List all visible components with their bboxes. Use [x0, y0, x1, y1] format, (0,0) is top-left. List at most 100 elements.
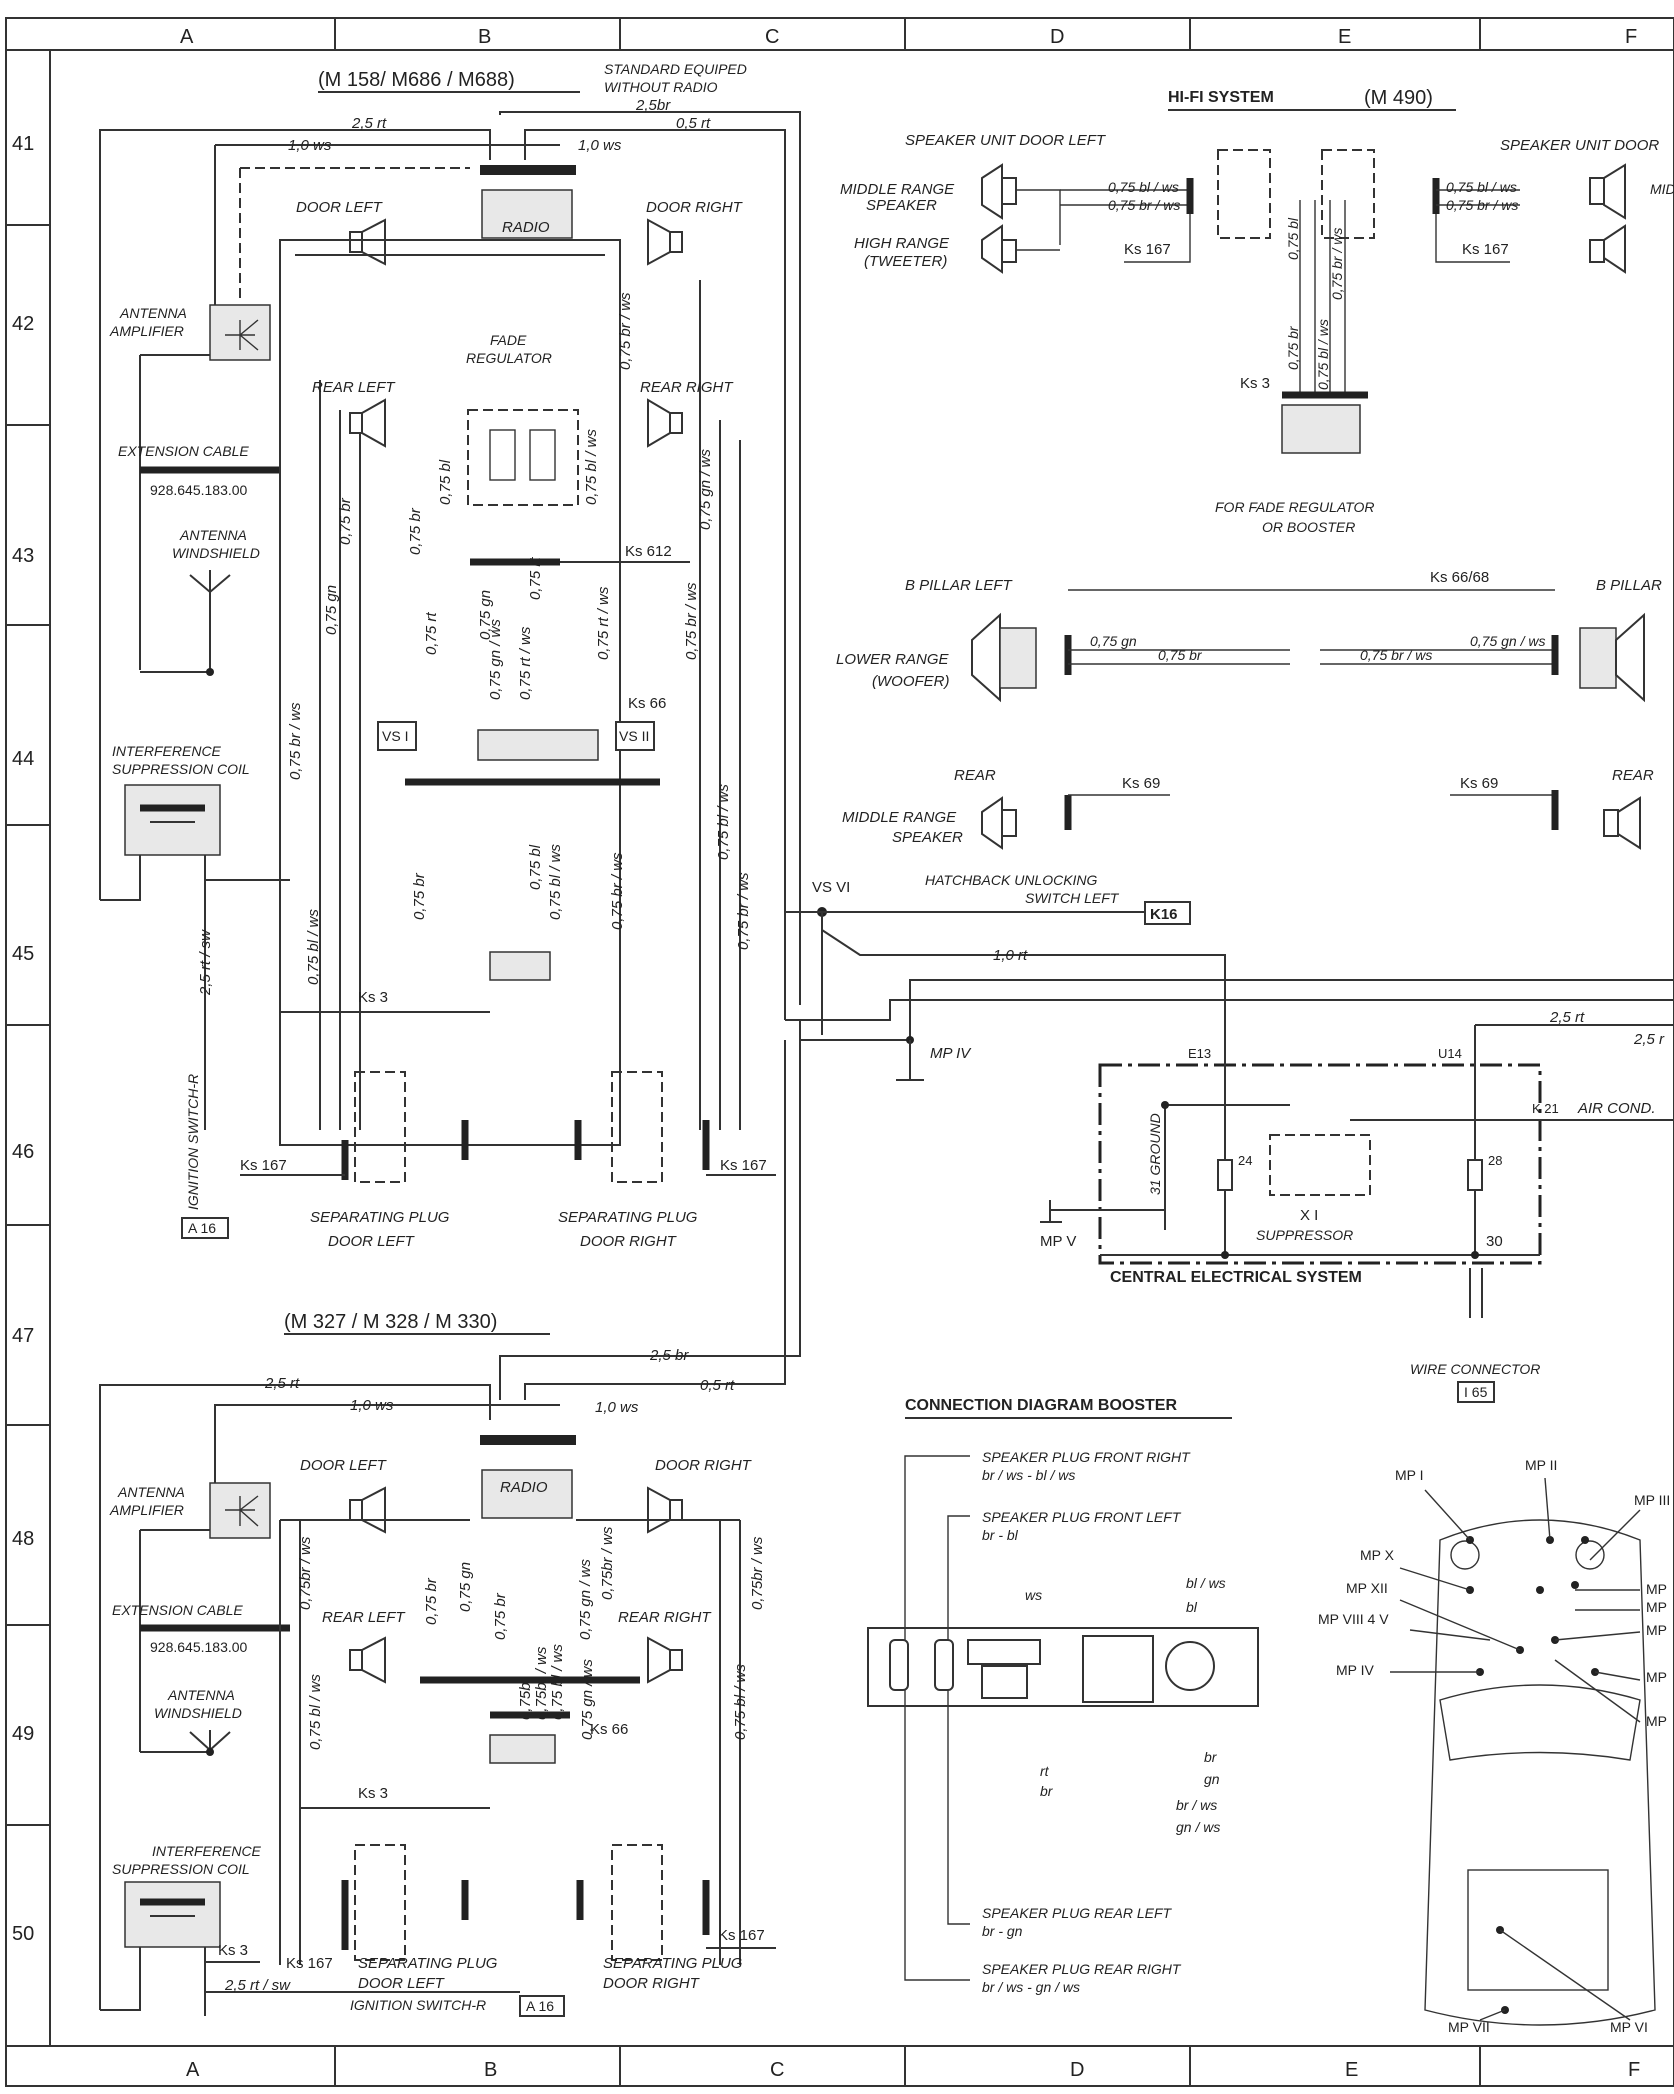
middle-range-right-fragment: MID: [1650, 181, 1674, 197]
wire-label-rtws-2: 0,75 rt / ws: [517, 626, 534, 700]
speaker-icon: [647, 1486, 683, 1534]
i65-label: I 65: [1464, 1384, 1488, 1400]
booster-rt: rt: [1040, 1763, 1050, 1779]
column-label-a-bottom: A: [186, 2059, 200, 2081]
wire-label-10rt: 1,0 rt: [993, 947, 1028, 964]
wire-label-25rt-b: 2,5 r: [1633, 1031, 1665, 1048]
antenna-amplifier-label-1: ANTENNA: [119, 305, 187, 321]
speaker-icon: [647, 1636, 683, 1684]
bottom-wire-25rt: 2,5 rt: [264, 1375, 300, 1392]
ks3-hifi-label: Ks 3: [1240, 375, 1270, 392]
middle-range-label-2: SPEAKER: [866, 197, 937, 214]
wire-label-gnws-2: 0,75 gn / ws: [487, 619, 504, 700]
bottom-vlabel-bl-a: 0,75bl: [517, 1678, 534, 1720]
top-section-note-2: WITHOUT RADIO: [604, 79, 718, 95]
ks167-right-label: Ks 167: [720, 1157, 767, 1174]
top-section-note-1: STANDARD EQUIPED: [604, 61, 747, 77]
ks66-label: Ks 66: [628, 695, 666, 712]
mp3-label: MP III: [1634, 1492, 1670, 1508]
front-right-label: SPEAKER PLUG FRONT RIGHT: [982, 1449, 1191, 1465]
fade-regulator-label-1: FADE: [490, 332, 527, 348]
fade-booster-label-1: FOR FADE REGULATOR: [1215, 499, 1374, 515]
wire-label-brws-3: 0,75 br / ws: [683, 582, 700, 660]
vs6-label: VS VI: [812, 879, 850, 896]
wire-label-gn-2: 0,75 gn: [477, 590, 494, 640]
extension-cable-number: 928.645.183.00: [150, 482, 248, 498]
ks69-b-label: Ks 69: [1460, 775, 1498, 792]
column-label-c-bottom: C: [770, 2059, 784, 2081]
speaker-icon: [981, 163, 1017, 220]
antenna-amplifier-label-2: AMPLIFIER: [109, 323, 184, 339]
mp12-label: MP XII: [1346, 1580, 1388, 1596]
a16-label: A 16: [188, 1220, 216, 1236]
lower-range-label-2: (WOOFER): [872, 673, 949, 690]
booster-br: br: [1204, 1749, 1218, 1765]
mp5-label: MP V: [1040, 1233, 1076, 1250]
r24-label: 24: [1238, 1153, 1252, 1168]
vs2-box: [615, 721, 655, 751]
vs1-label: VS I: [382, 728, 408, 744]
booster-unit: [867, 1627, 1259, 1707]
wire-label-hifi-r-blws: 0,75 bl / ws: [1446, 179, 1517, 195]
column-label-b: B: [478, 26, 491, 48]
wire-label-hifi-r-brws: 0,75 br / ws: [1446, 197, 1518, 213]
radio-connector-bar: [480, 1435, 576, 1445]
booster-gn: gn: [1204, 1771, 1220, 1787]
woofer-icon: [971, 612, 1037, 703]
rear-right-plug-label: SPEAKER PLUG REAR RIGHT: [982, 1961, 1182, 1977]
k16-label: K16: [1150, 906, 1178, 923]
xi-label: X I: [1300, 1207, 1318, 1224]
t30-label: 30: [1486, 1233, 1503, 1250]
booster-plug-ws: [967, 1639, 1041, 1665]
interference-coil-box: [124, 784, 221, 856]
central-title: CENTRAL ELECTRICAL SYSTEM: [1110, 1269, 1362, 1286]
column-label-e-bottom: E: [1345, 2059, 1358, 2081]
bottom-ks3-b: Ks 3: [358, 1785, 388, 1802]
wire-label-rtsw: 2,5 rt / sw: [197, 929, 214, 996]
radio-unit: [481, 189, 573, 239]
wire-label-gn-a: 0,75 gn: [1090, 633, 1137, 649]
radio-connector-bar: [480, 165, 576, 175]
middle-range-b-label-1: MIDDLE RANGE: [842, 809, 957, 826]
row-label-41: 41: [12, 133, 34, 155]
wire-label-brws-5: 0,75 br / ws: [609, 852, 626, 930]
wire-label-brws-a: 0,75 br / ws: [1360, 647, 1432, 663]
fade-regulator-label-2: REGULATOR: [466, 350, 552, 366]
front-left-label: SPEAKER PLUG FRONT LEFT: [982, 1509, 1182, 1525]
bottom-vlabel-blws-c: 0,75 bl / ws: [732, 1664, 749, 1740]
central-box: [1098, 1063, 1542, 1265]
ground-label: 31 GROUND: [1147, 1113, 1163, 1195]
separating-plug-right: [611, 1071, 663, 1183]
bottom-antenna-windshield-label-1: ANTENNA: [167, 1687, 235, 1703]
bottom-antenna-amp-label-1: ANTENNA: [117, 1484, 185, 1500]
wire-label-gn-1: 0,75 gn: [323, 585, 340, 635]
bottom-door-right-label: DOOR RIGHT: [655, 1457, 753, 1474]
row-label-49: 49: [12, 1723, 34, 1745]
suppressor-label: SUPPRESSOR: [1256, 1227, 1353, 1243]
bottom-extension-cable-label: EXTENSION CABLE: [112, 1602, 243, 1618]
high-range-label-1: HIGH RANGE: [854, 235, 950, 252]
booster-diagram: CONNECTION DIAGRAM BOOSTER SPEAKER PLUG …: [867, 1397, 1259, 1995]
vlabel-bl: 0,75 bl: [1285, 217, 1301, 260]
car-outline: [1424, 1519, 1656, 2026]
radio-label: RADIO: [502, 219, 550, 236]
wire-label-gnws-a: 0,75 gn / ws: [1470, 633, 1546, 649]
high-range-label-2: (TWEETER): [864, 253, 947, 270]
wire-label-hifi-l-brws: 0,75 br / ws: [1108, 197, 1180, 213]
middle-range-b-label-2: SPEAKER: [892, 829, 963, 846]
column-label-a: A: [180, 26, 194, 48]
mp6-label: MP VI: [1610, 2019, 1648, 2035]
sep-plug-right-label-1: SEPARATING PLUG: [558, 1209, 698, 1226]
bottom-interference-label-2: SUPPRESSION COIL: [112, 1861, 250, 1877]
bottom-sep-right-1: SEPARATING PLUG: [603, 1955, 743, 1972]
column-label-e: E: [1338, 26, 1351, 48]
bottom-cable-number: 928.645.183.00: [150, 1639, 248, 1655]
hifi-connector-left: [1217, 149, 1271, 239]
hatchback-label-2: SWITCH LEFT: [1025, 890, 1120, 906]
bottom-ks3-a: Ks 3: [218, 1942, 248, 1959]
bottom-wire-05rt: 0,5 rt: [700, 1377, 735, 1394]
speaker-icon: [349, 218, 386, 266]
mp4-car-label: MP IV: [1336, 1662, 1375, 1678]
row-label-44: 44: [12, 748, 34, 770]
sep-plug-left-label-1: SEPARATING PLUG: [310, 1209, 450, 1226]
